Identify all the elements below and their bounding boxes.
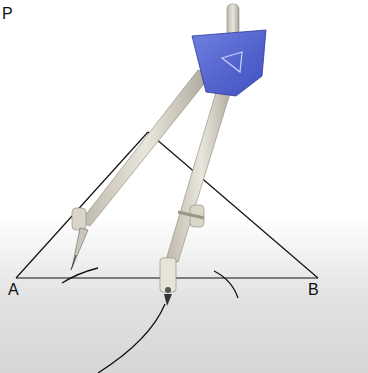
point-label: B — [308, 282, 319, 298]
construction-arc — [62, 268, 238, 298]
compass — [71, 4, 266, 306]
point-label: A — [8, 282, 19, 298]
pencil-trace — [98, 304, 165, 373]
point-label: P — [2, 6, 13, 22]
